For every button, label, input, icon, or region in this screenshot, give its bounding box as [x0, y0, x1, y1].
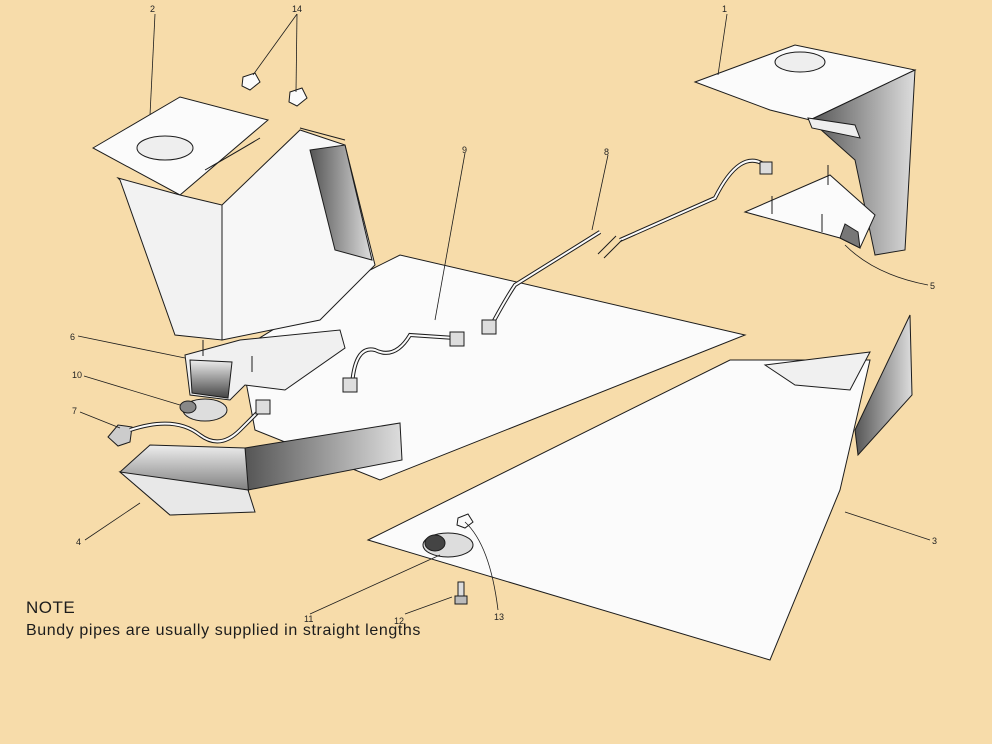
callout-9: 9	[462, 145, 467, 155]
part-2-seat-bracket-left	[91, 96, 376, 341]
callout-5: 5	[930, 281, 935, 291]
callout-11: 11	[304, 614, 313, 624]
part-1-seat-bracket-right	[693, 44, 917, 256]
callout-2: 2	[150, 4, 155, 14]
callout-3: 3	[932, 536, 937, 546]
part-3-floor-panel-right	[366, 314, 913, 661]
callout-8: 8	[604, 147, 609, 157]
part-5-small-bracket	[743, 165, 876, 249]
pipe-break-mark	[597, 235, 623, 259]
callout-7: 7	[72, 406, 77, 416]
callout-14: 14	[292, 4, 302, 14]
part-11-lug	[422, 532, 474, 558]
part-12-bolt	[454, 581, 468, 605]
callout-1: 1	[722, 4, 727, 14]
part-13-nut	[456, 513, 474, 529]
callout-13: 13	[494, 612, 504, 622]
part-6-tunnel-bracket	[184, 329, 346, 401]
leader-lines	[77, 13, 931, 615]
pipe-nuts	[255, 161, 773, 415]
callout-6: 6	[70, 332, 75, 342]
note-title: NOTE	[26, 598, 76, 617]
callout-12: 12	[394, 616, 404, 626]
part-4-floor-panel-centre	[118, 254, 747, 516]
callout-4: 4	[76, 537, 81, 547]
callout-10: 10	[72, 370, 82, 380]
note-text: Bundy pipes are usually supplied in stra…	[26, 622, 421, 639]
part-14-nuts	[241, 72, 308, 107]
note-block: NOTE Bundy pipes are usually supplied in…	[26, 598, 421, 640]
part-10-clip	[179, 398, 228, 422]
part-7-union-fitting	[107, 424, 133, 447]
